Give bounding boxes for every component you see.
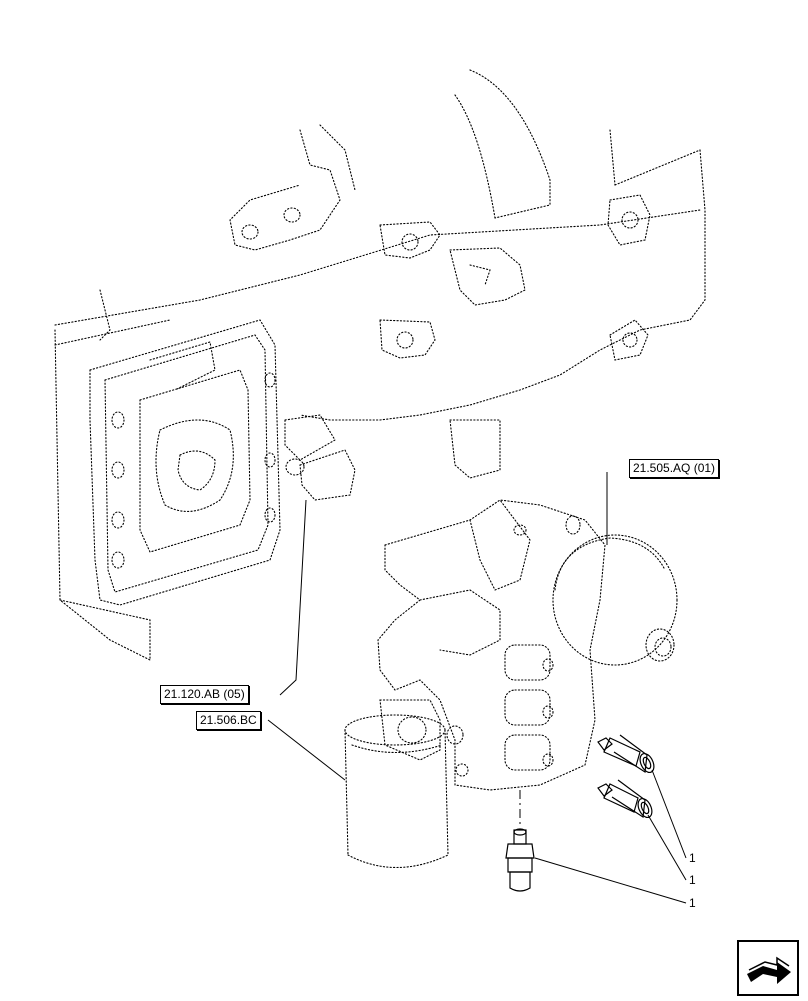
next-page-arrow-icon[interactable] bbox=[737, 940, 799, 996]
callout-number: 1 bbox=[689, 873, 696, 887]
reference-label-filter[interactable]: 21.506.BC bbox=[196, 711, 261, 730]
reference-label-valve-block[interactable]: 21.505.AQ (01) bbox=[629, 459, 720, 478]
reference-label-housing[interactable]: 21.120.AB (05) bbox=[160, 685, 249, 704]
pressure-sensor-middle bbox=[597, 779, 653, 819]
pressure-sensor-lower bbox=[505, 828, 535, 892]
callout-number: 1 bbox=[689, 851, 696, 865]
filter-canister bbox=[344, 714, 449, 868]
valve-block-assembly bbox=[377, 499, 678, 791]
callout-number: 1 bbox=[689, 896, 696, 910]
leader-lines bbox=[267, 472, 687, 904]
pressure-sensor-upper bbox=[597, 734, 655, 774]
transmission-housing bbox=[54, 69, 706, 661]
